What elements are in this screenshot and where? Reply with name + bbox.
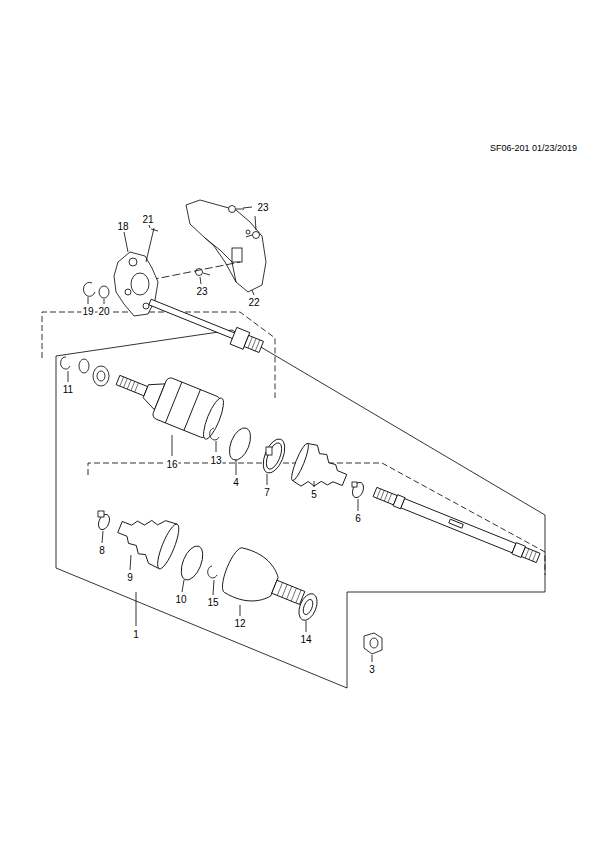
leader-line xyxy=(136,592,137,626)
leader-line xyxy=(314,481,315,487)
hub-nut xyxy=(364,633,382,654)
mounting-bracket xyxy=(186,200,266,292)
leader-line xyxy=(149,225,150,228)
callout-number: 7 xyxy=(263,487,271,498)
leader-line xyxy=(236,460,237,475)
snap-ring xyxy=(83,282,95,296)
callout-number: 1 xyxy=(132,629,140,640)
leader-line xyxy=(124,232,128,252)
boot xyxy=(111,505,183,571)
assembly-frame xyxy=(56,330,545,688)
half-shaft xyxy=(373,486,541,563)
boot-clamp xyxy=(96,511,111,531)
callout-number: 16 xyxy=(165,459,178,470)
callout-number: 8 xyxy=(98,545,106,556)
bolt xyxy=(196,206,260,276)
leader-line xyxy=(102,531,103,543)
leader-line xyxy=(216,441,217,452)
tone-ring xyxy=(295,591,320,623)
leader-line xyxy=(240,605,241,616)
leader-line xyxy=(358,499,359,511)
leader-line xyxy=(200,277,201,284)
callout-number: 13 xyxy=(209,455,222,466)
callout-number: 3 xyxy=(368,664,376,675)
leader-line xyxy=(255,216,256,230)
leader-line xyxy=(267,474,268,485)
callout-number: 6 xyxy=(354,513,362,524)
leader-line xyxy=(68,371,69,382)
reference-code: SF06-201 01/23/2019 xyxy=(489,143,578,154)
callout-number: 10 xyxy=(174,594,187,605)
band xyxy=(225,425,254,463)
circlip xyxy=(61,357,70,369)
leader-line xyxy=(182,580,184,592)
leader-line xyxy=(104,299,105,304)
callout-number: 14 xyxy=(299,634,312,645)
callout-number: 20 xyxy=(97,306,110,317)
callout-number: 19 xyxy=(81,306,94,317)
callout-number: 9 xyxy=(126,572,134,583)
leader-line xyxy=(130,555,131,570)
callout-number: 22 xyxy=(247,297,260,308)
leader-line xyxy=(243,207,252,208)
leader-line xyxy=(306,621,307,632)
callout-number: 21 xyxy=(141,214,154,225)
callout-number: 5 xyxy=(310,489,318,500)
inner-joint-housing xyxy=(110,360,228,442)
callout-number: 4 xyxy=(232,477,240,488)
bearing xyxy=(93,366,109,386)
band xyxy=(177,543,207,583)
leader-line xyxy=(252,290,254,295)
bearing-housing xyxy=(114,252,158,316)
circlip xyxy=(210,428,219,440)
ring xyxy=(79,359,89,373)
callout-number: 23 xyxy=(195,286,208,297)
leader-line xyxy=(172,435,173,456)
boot xyxy=(288,440,353,500)
intermediate-shaft xyxy=(147,294,265,356)
leader-line xyxy=(213,580,214,595)
washer xyxy=(99,286,109,298)
callout-number: 23 xyxy=(256,202,269,213)
circlip xyxy=(208,566,217,578)
boot-clamp xyxy=(350,481,365,500)
leader-line xyxy=(88,297,89,304)
callout-number: 15 xyxy=(206,597,219,608)
boot-clamp xyxy=(259,436,289,476)
outer-joint xyxy=(218,545,312,622)
leader-line xyxy=(372,655,373,662)
callout-number: 11 xyxy=(62,384,74,395)
callout-number: 18 xyxy=(116,221,129,232)
callout-number: 12 xyxy=(233,618,246,629)
bolt xyxy=(146,228,158,262)
